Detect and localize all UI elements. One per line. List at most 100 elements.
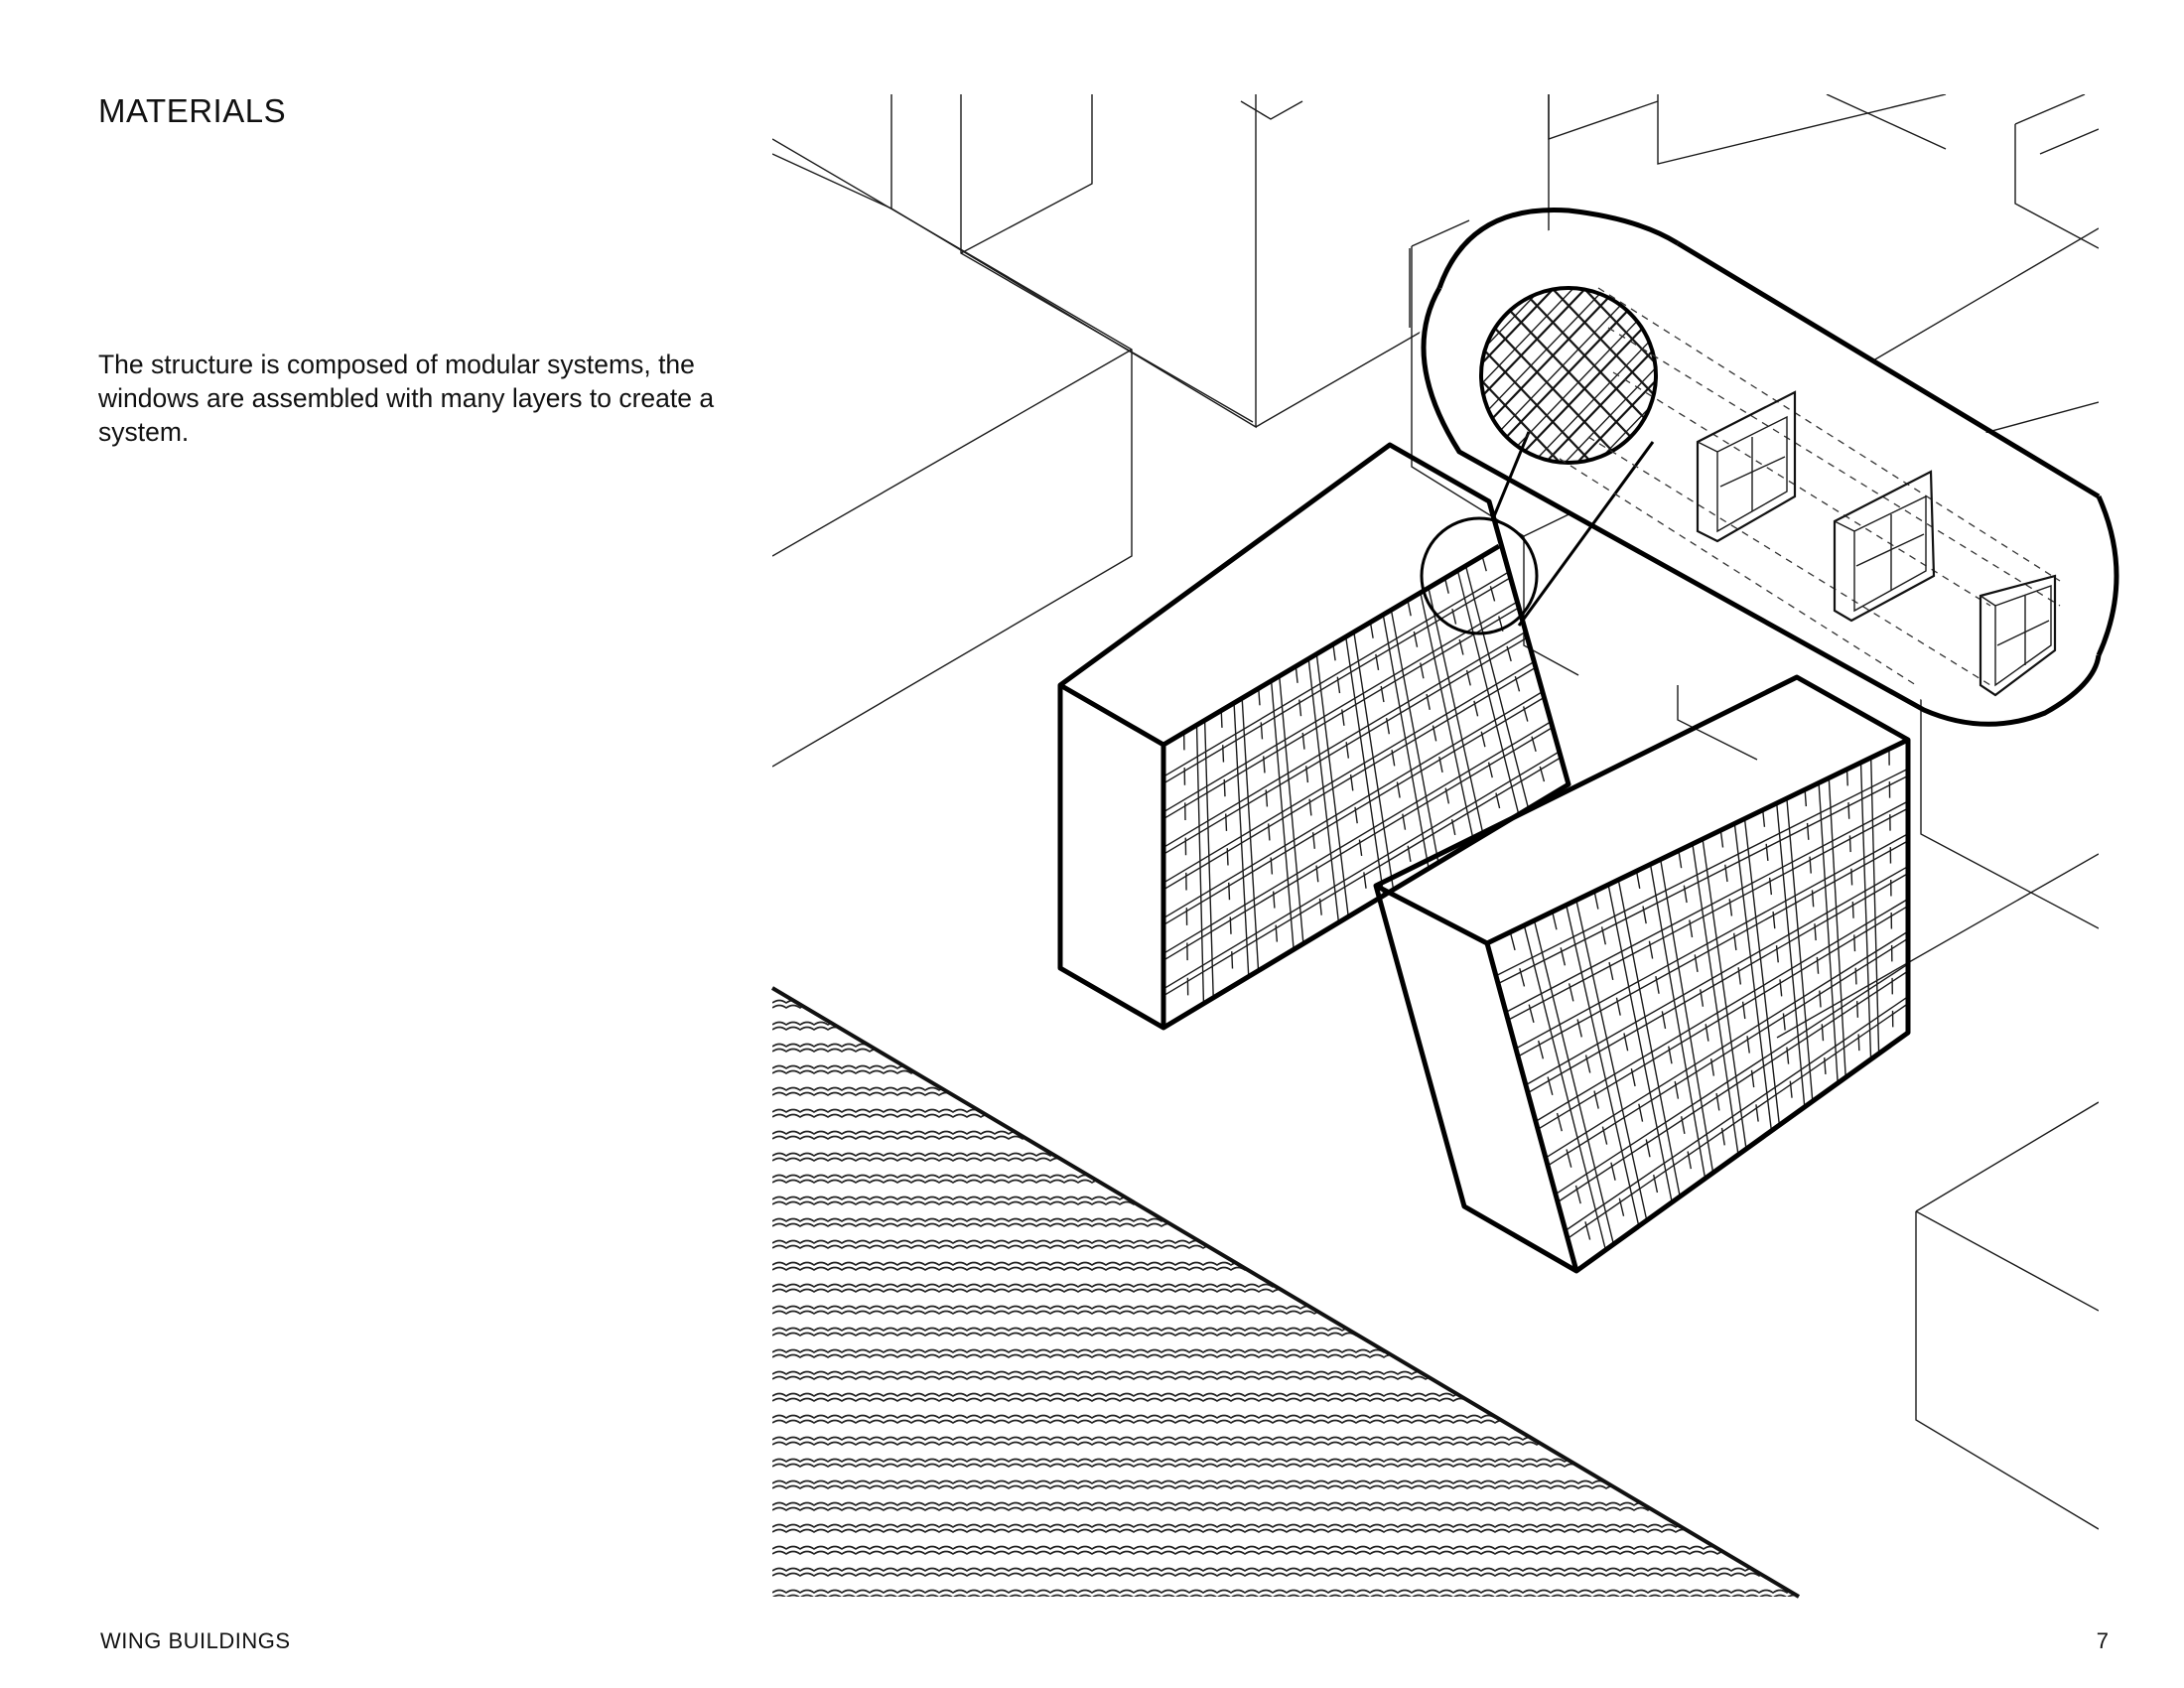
grid-line	[1737, 967, 1742, 985]
grid-line	[1601, 1126, 1608, 1145]
wave-line	[772, 1179, 1799, 1184]
grid-line	[1345, 636, 1385, 896]
grid-line	[1162, 691, 1543, 919]
wave-line	[772, 1589, 1799, 1594]
grid-line	[1426, 693, 1431, 710]
grid-line	[1855, 1001, 1859, 1018]
grid-line	[1481, 288, 1656, 463]
grid-line	[1195, 248, 1433, 496]
grid-line	[1565, 996, 1909, 1231]
grid-line	[1203, 720, 1214, 998]
grid-line	[1349, 774, 1354, 791]
water-hatch-icon	[770, 986, 1801, 1599]
grid-line	[1828, 777, 1846, 1078]
grid-line	[1542, 288, 1656, 463]
grid-line	[1755, 1104, 1759, 1122]
grid-line	[1517, 840, 1909, 1057]
wave-line	[772, 1026, 1799, 1031]
wave-line	[772, 1550, 1799, 1555]
grid-line	[1816, 956, 1820, 974]
grid-line	[1775, 945, 1779, 963]
grid-line	[1495, 768, 1909, 977]
grid-line	[1638, 1103, 1644, 1122]
wave-line	[772, 1152, 1799, 1157]
grid-line	[1265, 789, 1269, 807]
wave-line	[772, 1157, 1799, 1162]
grid-line	[1495, 792, 1501, 809]
grid-line	[1509, 931, 1516, 951]
wave-line	[772, 1261, 1799, 1266]
wave-line	[772, 1196, 1799, 1200]
grid-line	[1481, 555, 1487, 572]
wave-line	[772, 1392, 1799, 1397]
grid-line	[1519, 968, 1526, 987]
wave-line	[772, 1419, 1799, 1424]
grid-line	[1527, 873, 1909, 1094]
grid-line	[1575, 900, 1648, 1221]
grid-line	[1600, 926, 1606, 945]
wave-line	[772, 1523, 1799, 1528]
grid-line	[1390, 610, 1439, 863]
description-text: The structure is composed of modular sys…	[98, 350, 715, 447]
grid-line	[1765, 843, 1769, 861]
grid-line	[1363, 872, 1367, 889]
grid-line	[1545, 930, 1909, 1159]
wave-line	[772, 1288, 1799, 1293]
grid-line	[1489, 586, 1496, 602]
grid-line	[1465, 669, 1471, 686]
wave-line	[772, 1305, 1799, 1310]
grid-line	[1687, 1151, 1693, 1170]
grid-line	[1311, 832, 1316, 849]
grid-line	[1505, 800, 1909, 1013]
grid-line	[1162, 727, 1553, 961]
grid-line	[1649, 864, 1706, 1180]
wave-line	[772, 1239, 1799, 1244]
grid-line	[1762, 809, 1766, 827]
grid-line	[1345, 742, 1350, 759]
grid-line	[1700, 989, 1705, 1007]
grid-line	[1205, 258, 1443, 506]
wave-line	[772, 1567, 1799, 1572]
grid-line	[1847, 802, 1850, 819]
grid-line	[1857, 1034, 1860, 1052]
grid-line	[1539, 766, 1546, 782]
grid-line	[1382, 614, 1430, 869]
page-title: MATERIALS	[98, 92, 287, 129]
grid-line	[1694, 954, 1699, 972]
grid-line	[1473, 700, 1479, 717]
grid-line	[1358, 839, 1363, 857]
grid-line	[1824, 1057, 1827, 1074]
grid-line	[1512, 288, 1656, 463]
grid-line	[1566, 905, 1640, 1227]
grid-line	[1464, 565, 1530, 809]
grid-line	[1556, 1112, 1563, 1132]
wave-line	[772, 1545, 1799, 1550]
grid-line	[1724, 864, 1728, 883]
wave-line	[772, 1217, 1799, 1222]
grid-line	[1162, 637, 1527, 855]
wave-line	[772, 1064, 1799, 1069]
grid-line	[1574, 1185, 1581, 1204]
wave-line	[772, 1436, 1799, 1441]
grid-line	[1576, 1019, 1582, 1038]
grid-line	[1741, 1001, 1746, 1020]
grid-line	[1162, 572, 1508, 777]
building-block-icon	[1776, 853, 2099, 1530]
grid-line	[1444, 787, 1450, 804]
wave-line	[772, 1375, 1799, 1380]
grid-line	[1223, 778, 1226, 797]
wave-line	[772, 1004, 1799, 1009]
grid-line	[1304, 766, 1309, 783]
left-wing-building	[1057, 442, 1571, 1031]
grid-line	[1786, 1047, 1790, 1064]
grid-line	[1728, 899, 1733, 916]
grid-line	[1275, 924, 1279, 942]
grid-line	[1809, 856, 1812, 874]
wave-line	[772, 1479, 1799, 1484]
grid-line	[1635, 871, 1641, 889]
grid-line	[1869, 758, 1880, 1055]
grid-line	[1533, 919, 1615, 1245]
grid-line	[1258, 688, 1261, 706]
grid-line	[1674, 1080, 1680, 1099]
grid-line	[1195, 725, 1205, 1004]
